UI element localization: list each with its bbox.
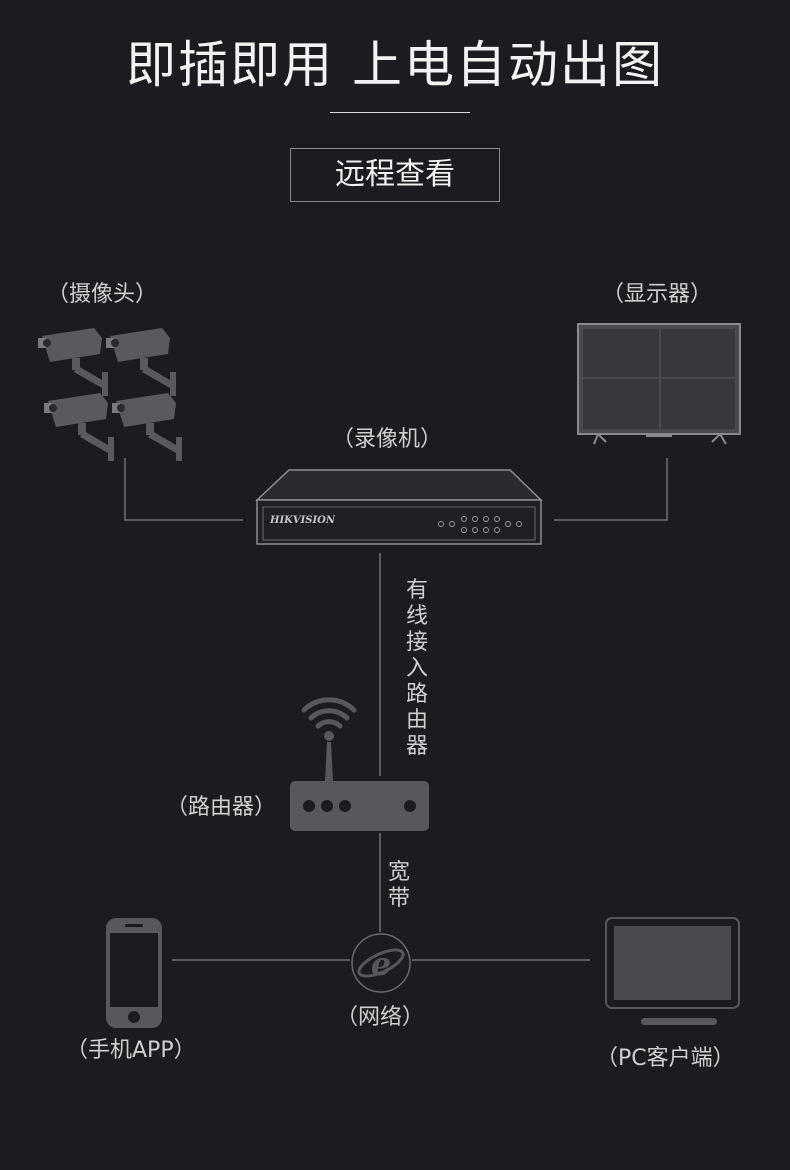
wifi-icon bbox=[301, 697, 357, 729]
camera-icon bbox=[112, 393, 182, 461]
monitor-label: （显示器） bbox=[602, 282, 713, 307]
recorder-label: （录像机） bbox=[332, 427, 443, 452]
monitor-icon bbox=[577, 323, 741, 445]
phone-app-label: （手机APP） bbox=[66, 1038, 196, 1063]
pc-icon bbox=[605, 917, 740, 1025]
remote-view-heading: 远程查看 bbox=[290, 148, 500, 202]
wired-router-link-label: 有线接入路由器 bbox=[405, 578, 428, 759]
title-divider bbox=[330, 112, 470, 113]
router-label: （路由器） bbox=[166, 795, 277, 820]
pc-client-label: （PC客户端） bbox=[596, 1046, 735, 1071]
nvr-icon: HIKVISION bbox=[255, 469, 543, 545]
svg-text:e: e bbox=[371, 945, 391, 983]
page-title: 即插即用 上电自动出图 bbox=[126, 36, 664, 94]
internet-icon: e bbox=[351, 933, 411, 993]
camera-label: （摄像头） bbox=[47, 282, 158, 307]
network-label: （网络） bbox=[336, 1005, 425, 1030]
nvr-brand-label: HIKVISION bbox=[269, 515, 336, 526]
camera-icon bbox=[38, 328, 108, 396]
router-icon bbox=[290, 697, 429, 831]
phone-icon bbox=[106, 918, 162, 1028]
monitor-to-nvr-line bbox=[554, 458, 668, 521]
camera-group-icon bbox=[38, 328, 182, 461]
broadband-link-label: 宽带 bbox=[387, 860, 410, 911]
connector-lines bbox=[124, 458, 668, 961]
camera-icon bbox=[44, 393, 114, 461]
camera-icon bbox=[106, 328, 176, 396]
camera-to-nvr-line bbox=[124, 458, 243, 521]
